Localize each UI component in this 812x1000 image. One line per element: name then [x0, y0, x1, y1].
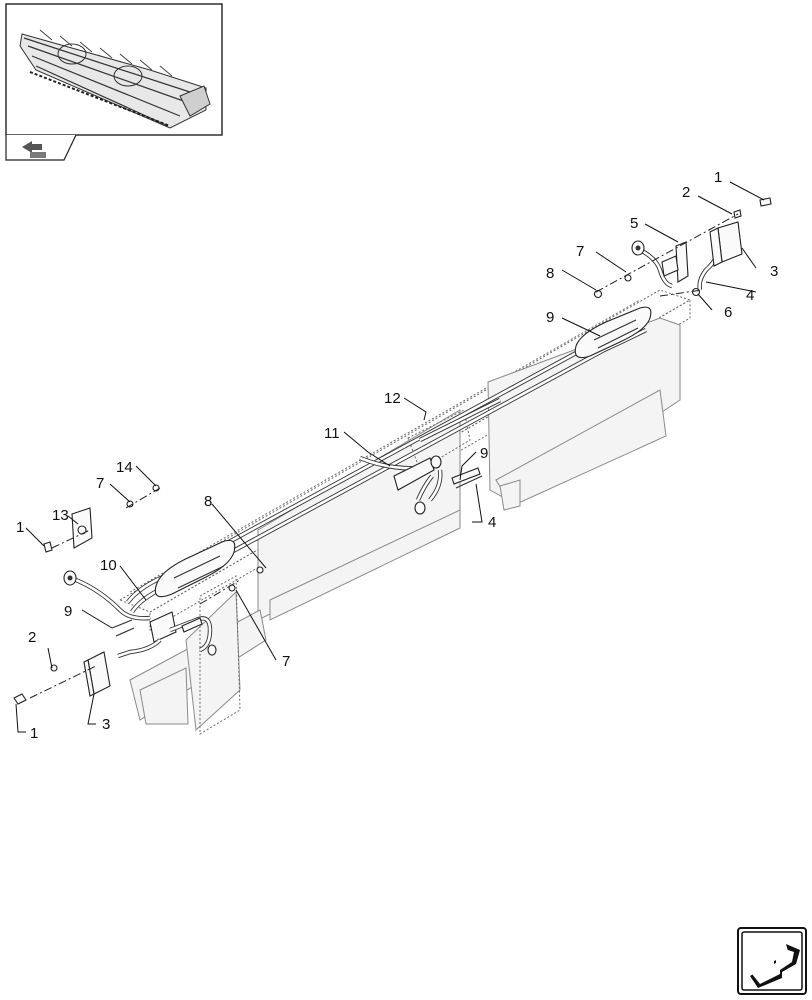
callout-13: 13 — [52, 507, 69, 524]
previous-page-arrow-icon — [22, 141, 46, 158]
callout-7-left-lower: 7 — [282, 653, 290, 670]
light-cowl-left — [154, 539, 236, 598]
header-thumbnail-image — [19, 29, 211, 129]
bolt-right — [733, 197, 772, 219]
light-cowl-right — [574, 306, 652, 359]
callout-8-top-right: 8 — [546, 265, 554, 282]
callout-9-top-right: 9 — [546, 309, 554, 326]
callout-1-left-lower: 1 — [30, 725, 38, 742]
leader-lines — [15, 181, 765, 733]
next-page-arrow-icon — [750, 944, 800, 988]
plug-connector-right — [631, 240, 645, 256]
callout-1-left-upper: 1 — [16, 519, 24, 536]
callout-8-middle: 8 — [204, 493, 212, 510]
callout-4-top-right: 4 — [746, 287, 754, 304]
left-valve-block — [111, 611, 217, 659]
ghost-frame — [118, 289, 692, 735]
callout-1-top-right: 1 — [714, 169, 722, 186]
callout-10: 10 — [100, 557, 117, 574]
callout-3-top-right: 3 — [770, 263, 778, 280]
callout-2-left: 2 — [28, 629, 36, 646]
previous-page-button[interactable] — [5, 134, 77, 161]
assembly-centerlines — [29, 213, 739, 699]
mid-valve-block — [393, 455, 483, 515]
rear-light-right — [709, 221, 743, 267]
callout-2-top-right: 2 — [682, 184, 690, 201]
overview-thumbnail — [5, 3, 223, 136]
callout-3-left: 3 — [102, 716, 110, 733]
callout-7-left-upper: 7 — [96, 475, 104, 492]
callout-12: 12 — [384, 390, 401, 407]
lamp-bracket-right — [661, 241, 689, 283]
rear-light-left — [83, 651, 111, 697]
callout-14: 14 — [116, 459, 133, 476]
callout-labels: 1 2 3 4 5 6 7 8 9 12 11 9 4 14 7 8 13 1 … — [16, 169, 778, 742]
bolt-left — [13, 541, 53, 705]
washer-left — [50, 484, 264, 672]
callout-9-middle: 9 — [480, 445, 488, 462]
callout-6: 6 — [724, 304, 732, 321]
plug-connector-left — [63, 570, 77, 586]
callout-4-middle: 4 — [488, 514, 496, 531]
callout-11: 11 — [324, 425, 340, 442]
callout-5: 5 — [630, 215, 638, 232]
license-plate-bracket — [71, 507, 93, 549]
next-page-button[interactable] — [737, 927, 807, 995]
callout-9-left: 9 — [64, 603, 72, 620]
callout-7-top-right: 7 — [576, 243, 584, 260]
